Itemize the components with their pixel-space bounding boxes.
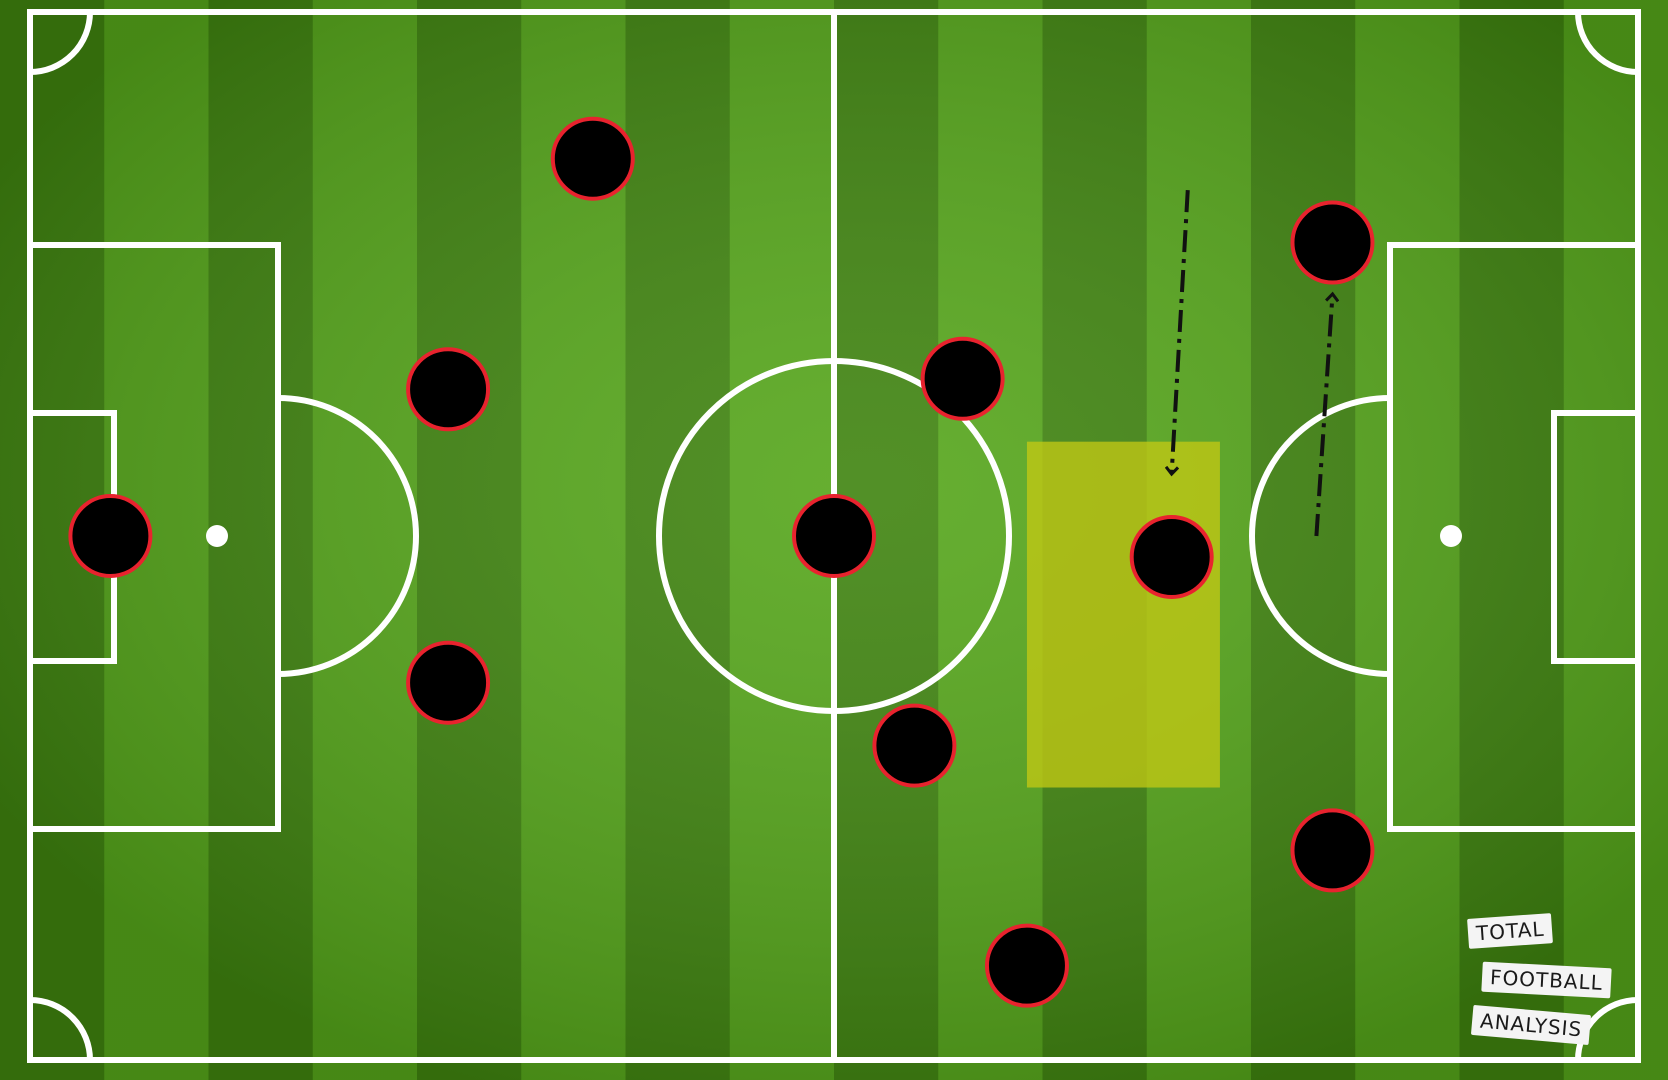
players [68,116,1375,1008]
corner-arc-top-right [1575,11,1639,75]
player-marker-gk[interactable] [68,494,153,578]
highlight-zone [1026,441,1220,788]
player-marker-p7[interactable] [872,703,957,788]
movement-arrows [1172,190,1333,537]
arrow-run-down [1172,190,1190,473]
centre-circle [656,358,1012,714]
player-marker-p8[interactable] [1129,514,1214,599]
arrow-run-up [1314,295,1332,537]
total-football-analysis-logo: TOTAL FOOTBALL ANALYSIS [1462,910,1612,1060]
player-marker-p5[interactable] [792,494,876,578]
right-penalty-spot [1440,525,1462,547]
pitch-markings [27,9,1641,1063]
right-six-yard-box [1551,410,1641,664]
left-penalty-spot [206,525,228,547]
player-marker-p3[interactable] [406,347,491,432]
corner-arc-top-left [29,11,93,75]
logo-word-football: FOOTBALL [1481,961,1612,999]
corner-arc-bottom-right [1575,997,1639,1061]
logo-word-total: TOTAL [1467,913,1554,949]
player-marker-p10[interactable] [1290,200,1375,285]
player-marker-p4[interactable] [406,640,491,725]
player-marker-p11[interactable] [1290,808,1375,893]
player-marker-p2[interactable] [550,116,635,201]
player-marker-p6[interactable] [920,336,1005,421]
player-marker-p9[interactable] [984,923,1069,1008]
corner-arc-bottom-left [29,997,93,1061]
right-penalty-arc [1249,395,1391,677]
logo-word-analysis: ANALYSIS [1470,1004,1592,1046]
left-penalty-arc [277,395,419,677]
